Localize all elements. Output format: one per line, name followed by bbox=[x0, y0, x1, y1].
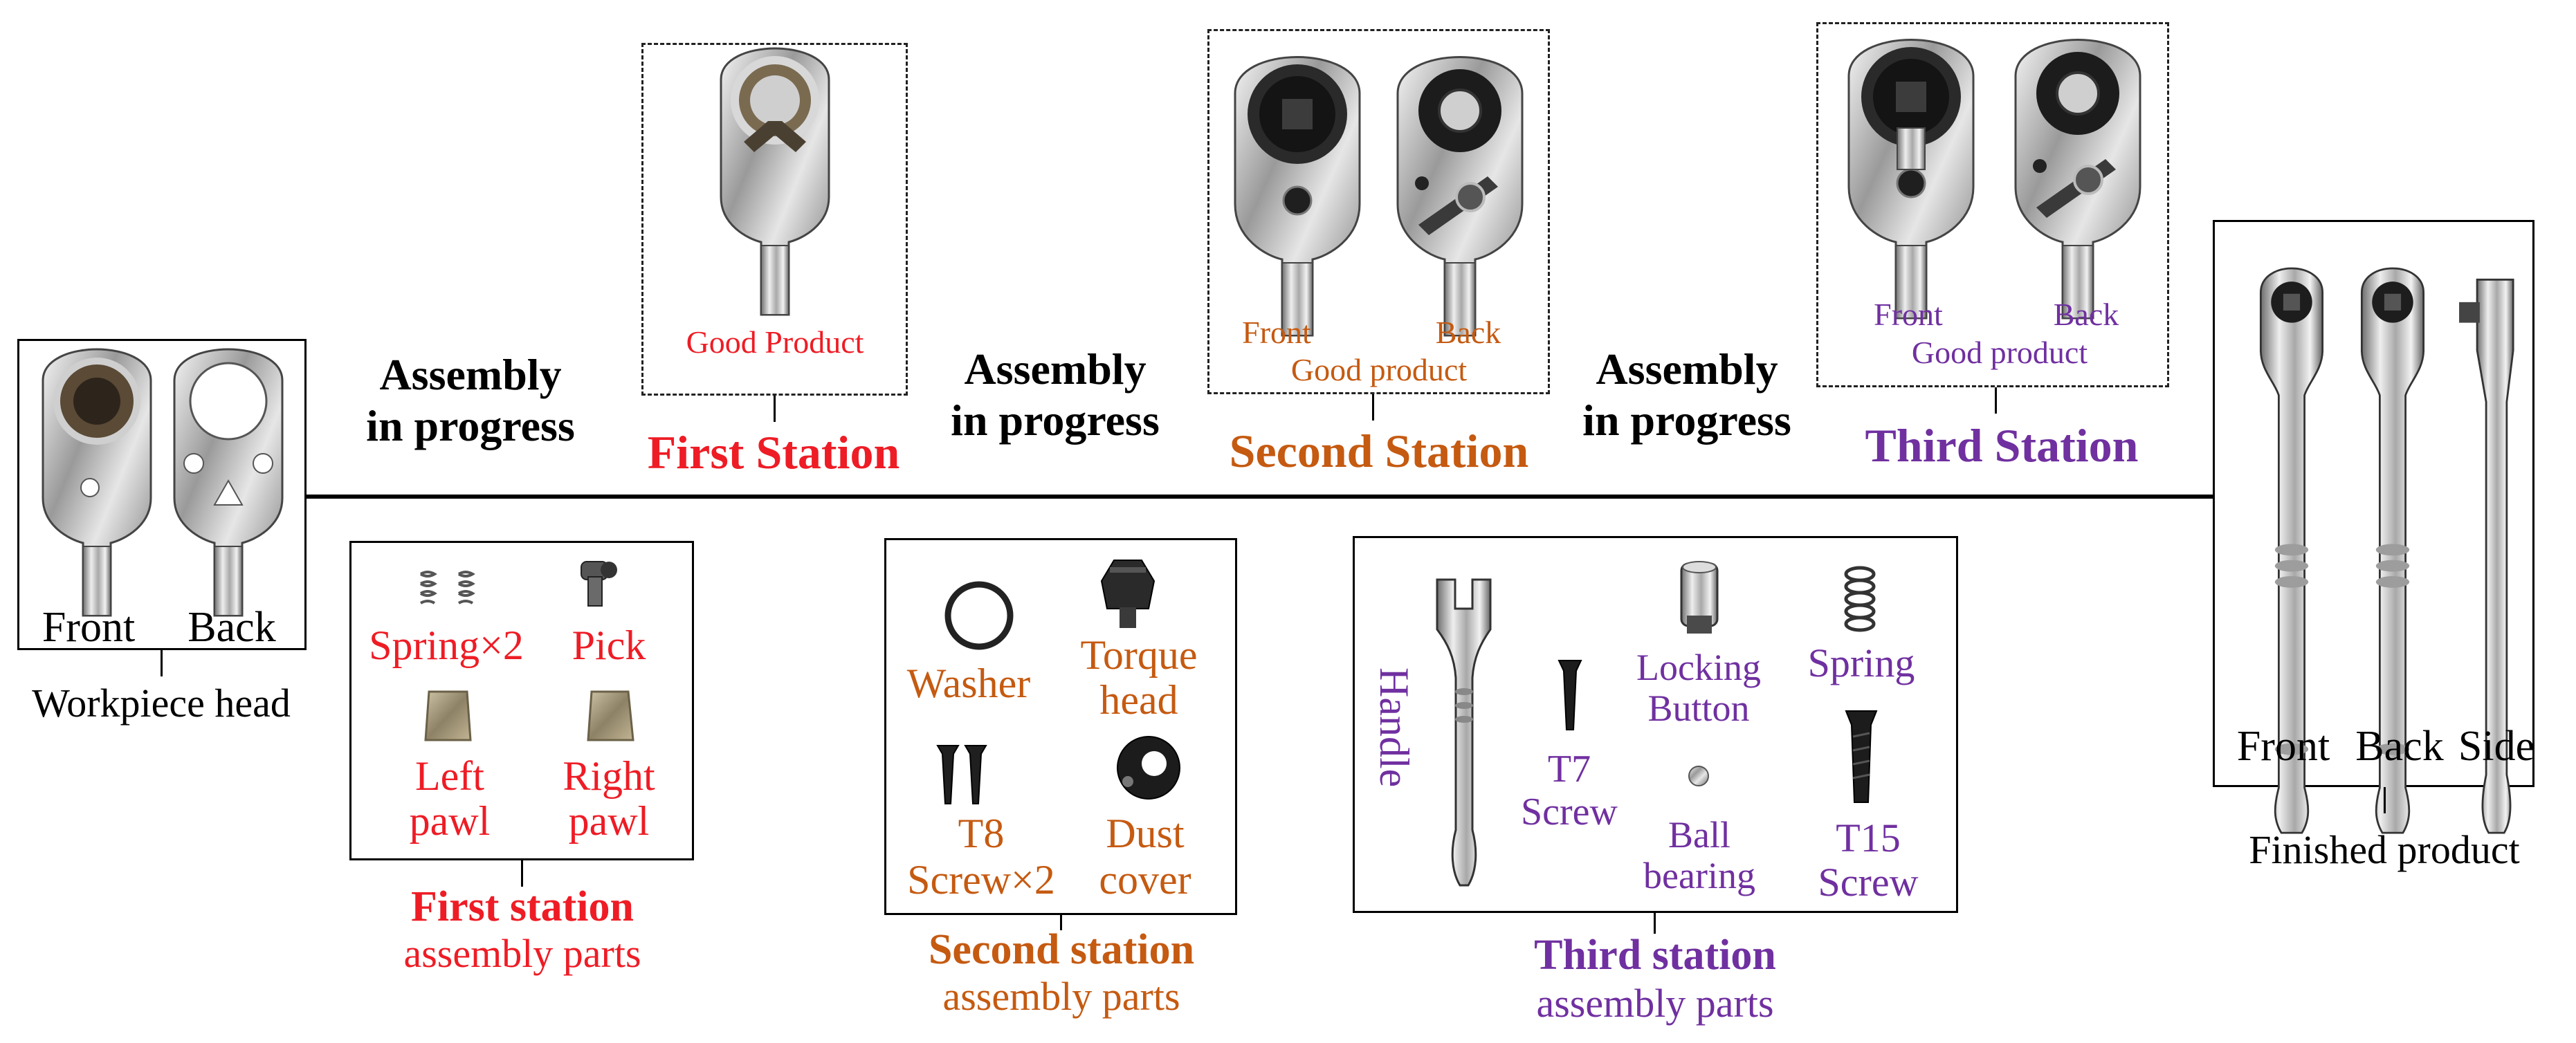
second-station-caption: Good product bbox=[1290, 352, 1468, 387]
handle-label: Handle bbox=[1371, 667, 1417, 788]
third-station-front-label: Front bbox=[1874, 297, 1943, 332]
spring-x2-label: Spring×2 bbox=[369, 622, 524, 668]
second-parts-title: Second station bbox=[928, 926, 1195, 973]
t15-screw-image bbox=[1845, 710, 1878, 803]
finished-back-label: Back bbox=[2355, 723, 2444, 770]
second-parts-subtitle: assembly parts bbox=[942, 974, 1180, 1019]
dust-cover-image bbox=[1117, 736, 1180, 800]
first-parts-tick bbox=[521, 860, 523, 887]
first-station-tick bbox=[774, 396, 776, 422]
right-pawl-image bbox=[587, 690, 634, 741]
second-station-back-image bbox=[1396, 55, 1524, 337]
finished-product-caption: Finished product bbox=[2249, 827, 2520, 872]
second-station-front-image bbox=[1234, 56, 1361, 337]
first-parts-subtitle: assembly parts bbox=[403, 931, 641, 976]
workpiece-back-label: Back bbox=[188, 604, 276, 651]
third-parts-title: Third station bbox=[1534, 932, 1776, 979]
second-station-box bbox=[1207, 29, 1550, 394]
first-station-title: First Station bbox=[647, 426, 900, 479]
washer-label: Washer bbox=[906, 661, 1031, 706]
workpiece-caption-tick bbox=[161, 650, 163, 676]
spring-pair-image bbox=[419, 571, 475, 604]
third-parts-subtitle: assembly parts bbox=[1536, 981, 1774, 1026]
third-station-back-image bbox=[2014, 38, 2141, 320]
second-station-front-label: Front bbox=[1242, 315, 1311, 350]
handle-image bbox=[1436, 578, 1492, 887]
third-station-front-image bbox=[1847, 39, 1975, 320]
finished-side-image bbox=[2459, 278, 2514, 834]
workpiece-head-caption: Workpiece head bbox=[32, 681, 291, 726]
third-station-tick bbox=[1995, 387, 1997, 414]
process-line bbox=[304, 495, 2214, 499]
third-station-box bbox=[1816, 22, 2169, 387]
first-station-box bbox=[641, 43, 908, 396]
locking-button-image bbox=[1680, 561, 1719, 634]
workpiece-head-front-image bbox=[42, 348, 152, 617]
ball-bearing-image bbox=[1688, 766, 1709, 786]
second-parts-box bbox=[884, 538, 1237, 915]
second-station-back-label: Back bbox=[1435, 315, 1501, 350]
second-station-title: Second Station bbox=[1229, 425, 1529, 477]
first-station-caption: Good Product bbox=[686, 324, 864, 360]
washer-image bbox=[944, 581, 1014, 650]
second-station-tick bbox=[1372, 394, 1374, 421]
finished-front-label: Front bbox=[2236, 723, 2330, 770]
torque-head-image bbox=[1100, 560, 1155, 628]
first-station-product-image bbox=[720, 47, 830, 316]
spring-image bbox=[1844, 566, 1876, 632]
first-parts-box bbox=[349, 541, 694, 860]
t8-screws-image bbox=[936, 745, 987, 804]
t7-screw-image bbox=[1558, 660, 1582, 730]
workpiece-head-back-image bbox=[173, 348, 284, 617]
workpiece-front-label: Front bbox=[42, 604, 136, 651]
finished-caption-tick bbox=[2384, 787, 2386, 813]
finished-side-label: Side bbox=[2458, 723, 2535, 770]
first-parts-title: First station bbox=[410, 883, 634, 930]
pick-image bbox=[581, 561, 617, 607]
third-parts-tick bbox=[1654, 913, 1656, 934]
third-station-caption: Good product bbox=[1911, 335, 2088, 370]
third-station-back-label: Back bbox=[2053, 297, 2119, 332]
left-pawl-image bbox=[424, 690, 472, 741]
third-station-title: Third Station bbox=[1865, 419, 2139, 472]
pick-label: Pick bbox=[572, 622, 646, 668]
second-parts-tick bbox=[1060, 915, 1062, 930]
spring-label: Spring bbox=[1807, 640, 1915, 685]
